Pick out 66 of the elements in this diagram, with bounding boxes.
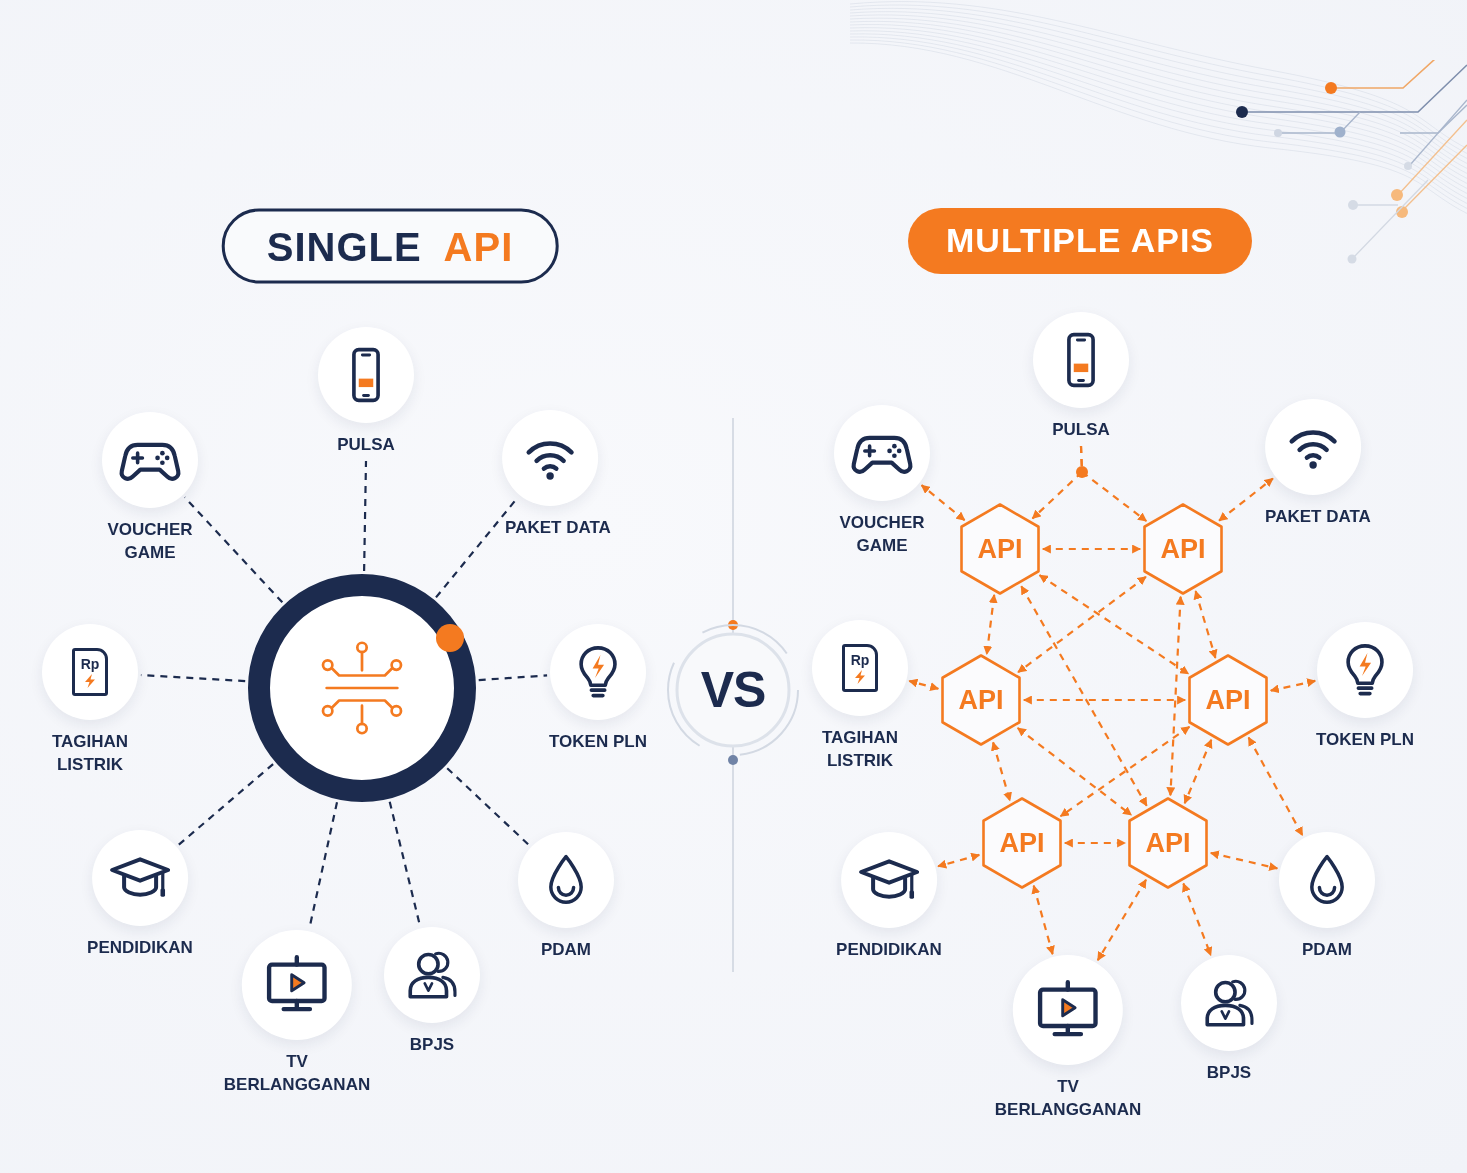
double-arrow	[1166, 595, 1185, 797]
service-label: PDAM	[1301, 939, 1353, 961]
service-label: PAKET DATA	[1265, 506, 1371, 528]
service-label: TAGIHAN LISTRIK	[821, 727, 899, 772]
versus-circle	[666, 623, 800, 757]
service-label: TOKEN PLN	[1316, 729, 1414, 751]
double-arrow	[1038, 574, 1190, 675]
service-label: PULSA	[337, 434, 395, 456]
double-arrow	[1041, 544, 1142, 554]
service-label: TAGIHAN LISTRIK	[51, 731, 129, 776]
api-label: API	[999, 829, 1045, 857]
double-arrow	[983, 594, 998, 655]
service-label: TOKEN PLN	[549, 731, 647, 753]
double-arrow	[920, 484, 966, 522]
service-label: PAKET DATA	[505, 517, 611, 539]
double-arrow	[1218, 477, 1274, 522]
connector-line	[183, 496, 284, 604]
service-label: BPJS	[1206, 1062, 1252, 1084]
service-label: PENDIDIKAN	[87, 937, 193, 959]
api-hexagon	[982, 797, 1062, 889]
api-hexagon	[1128, 797, 1208, 889]
api-hexagon	[1188, 654, 1268, 746]
connector-line	[446, 767, 530, 846]
service-label: PDAM	[540, 939, 592, 961]
arrow	[1079, 445, 1147, 522]
api-hexagon	[941, 654, 1021, 746]
service-label: PULSA	[1052, 419, 1110, 441]
service-label: TV BERLANGGANAN	[994, 1076, 1142, 1121]
double-arrow	[1017, 575, 1147, 674]
double-arrow	[1269, 678, 1317, 694]
service-label: VOUCHER GAME	[107, 519, 193, 564]
double-arrow	[1031, 884, 1055, 955]
double-arrow	[1020, 585, 1148, 807]
api-label: API	[977, 535, 1023, 563]
currency-label: Rp	[80, 656, 100, 671]
service-label: VOUCHER GAME	[839, 512, 925, 557]
double-arrow	[991, 741, 1012, 802]
versus-text: VS	[700, 665, 766, 715]
service-label: BPJS	[409, 1034, 455, 1056]
double-arrow	[1183, 738, 1213, 805]
api-label: API	[1160, 535, 1206, 563]
double-arrow	[1017, 727, 1132, 816]
api-label: API	[958, 686, 1004, 714]
api-hexagon	[1143, 503, 1223, 595]
connector-line	[363, 461, 368, 571]
api-hexagon	[960, 503, 1040, 595]
service-label: PENDIDIKAN	[836, 939, 942, 961]
api-label: API	[1145, 829, 1191, 857]
double-arrow	[1022, 695, 1187, 705]
currency-label: Rp	[850, 652, 870, 667]
double-arrow	[1063, 838, 1127, 848]
service-label: TV BERLANGGANAN	[223, 1051, 371, 1096]
title-text: MULTIPLE APIS	[946, 221, 1214, 261]
title-text: SINGLE	[266, 223, 422, 269]
double-arrow	[908, 678, 940, 691]
double-arrow	[937, 852, 981, 869]
double-arrow	[1193, 590, 1218, 659]
double-arrow	[1096, 879, 1147, 961]
double-arrow	[1059, 725, 1191, 818]
double-arrow	[1209, 850, 1279, 871]
connector-line	[178, 763, 274, 846]
api-label: API	[1205, 686, 1251, 714]
double-arrow	[1182, 882, 1213, 957]
connector-line	[478, 674, 548, 682]
double-arrow	[1247, 736, 1304, 837]
title-text: API	[443, 223, 514, 269]
